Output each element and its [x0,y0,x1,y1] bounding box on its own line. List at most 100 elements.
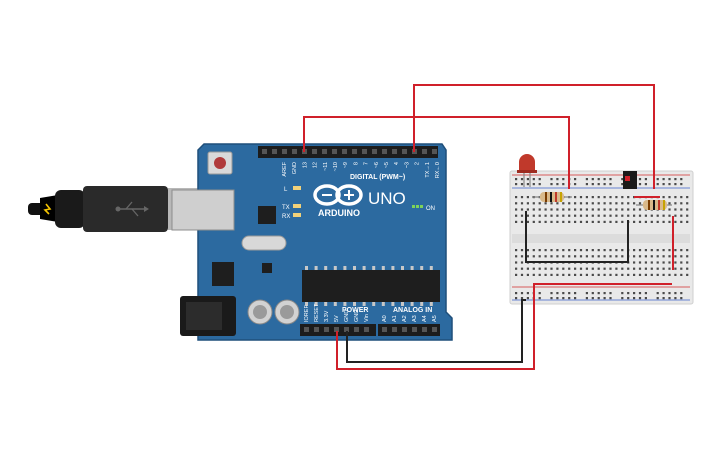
bb-hole [562,292,565,295]
bb-hole [644,267,647,270]
bb-hole [515,273,518,276]
pin-label: A3 [412,315,418,322]
bb-hole [668,183,671,186]
bb-hole [591,183,594,186]
header-hole [412,327,417,332]
header-hole [392,149,397,154]
bb-hole [597,255,600,258]
bb-hole [579,208,583,211]
bb-hole [579,249,583,252]
bb-hole [680,214,683,217]
header-hole [402,327,407,332]
bb-hole [532,178,535,181]
bb-hole [656,249,659,252]
bb-hole [532,273,535,276]
bb-hole [680,183,683,186]
bb-hole [644,292,647,295]
bb-hole [562,220,565,223]
header-hole [382,149,387,154]
bb-hole [680,297,683,300]
bb-hole [674,249,677,252]
bb-hole [520,255,524,258]
bb-hole [638,202,642,205]
bb-hole [609,214,612,217]
bb-hole [597,297,600,300]
bb-hole [674,202,677,205]
bb-hole [515,255,518,258]
resistor-1 [532,192,572,202]
bb-hole [603,183,606,186]
header-hole [372,149,377,154]
bb-hole [609,297,612,300]
led-label-tx: TX [282,205,290,211]
bb-hole [562,249,565,252]
header-hole [364,327,369,332]
header-hole [314,327,319,332]
bb-hole [609,202,612,205]
bb-hole [574,214,577,217]
bb-hole [615,208,618,211]
bb-hole [585,214,588,217]
bb-hole [585,292,588,295]
bb-hole [544,208,547,211]
bb-hole [621,220,624,223]
bb-hole [550,297,553,300]
bb-hole [538,178,541,181]
bb-hole [526,292,529,295]
pin-label: GND [292,162,298,174]
bb-hole [568,214,571,217]
header-hole [322,149,327,154]
bb-hole [633,255,636,258]
bb-hole [686,267,689,270]
chip-pin [401,302,404,306]
chip-pin [362,266,366,270]
header-hole [282,149,287,154]
bb-hole [621,273,624,276]
model-text: UNO [368,189,406,208]
bb-hole [579,220,583,223]
chip-pin [353,266,356,270]
digital-header-label: DIGITAL (PWM~) [350,174,405,181]
bb-hole [680,292,683,295]
bb-hole [538,220,541,223]
bb-hole [680,208,683,211]
bb-hole [656,297,659,300]
bb-hole [585,267,588,270]
bb-hole [532,214,535,217]
pin-label: Vin [364,314,370,322]
pin-label: 2 [415,162,421,165]
bb-hole [674,255,677,258]
bb-hole [615,255,618,258]
chip-pin [381,302,385,306]
bb-hole [680,255,683,258]
bb-hole [680,196,683,199]
chip-pin [410,266,414,270]
bb-hole [568,255,571,258]
bb-hole [556,202,559,205]
bb-hole [680,220,683,223]
bb-hole [609,220,612,223]
chip-pin [420,302,424,306]
bb-hole [556,249,559,252]
bb-hole [568,220,571,223]
pin-label: IOREF [304,305,310,322]
bb-hole [662,261,665,264]
bb-hole [633,261,636,264]
bb-hole [638,178,642,181]
pin-label: 8 [353,162,359,165]
bb-hole [520,267,524,270]
bb-hole [662,297,665,300]
bb-hole [603,267,606,270]
bb-hole [574,255,577,258]
bb-hole [656,178,659,181]
capacitor-2 [274,299,300,325]
bb-hole [591,255,594,258]
bb-hole [597,178,600,181]
bb-hole [550,220,553,223]
resistor-2 [636,200,672,210]
bb-hole [650,249,653,252]
bb-hole [603,202,606,205]
bb-hole [562,273,565,276]
